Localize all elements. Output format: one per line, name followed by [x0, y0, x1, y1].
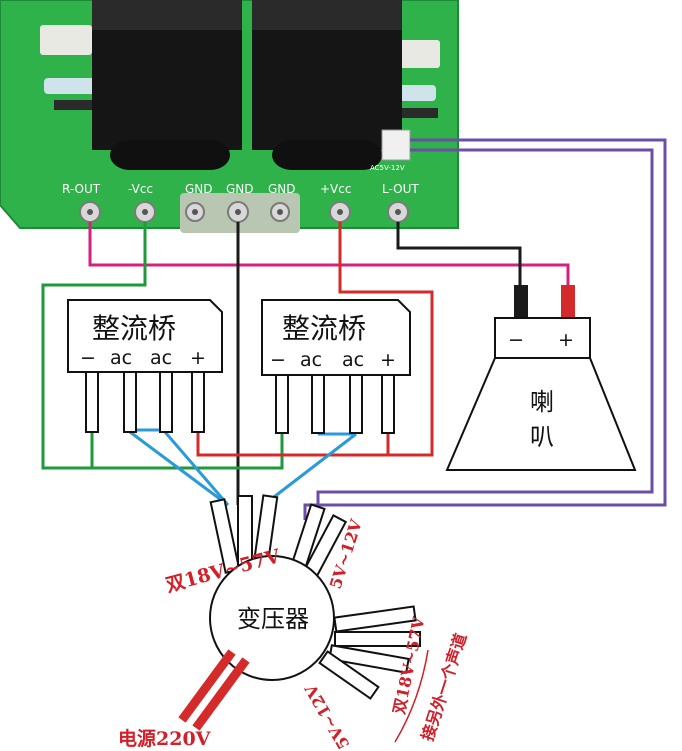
capacitor-right — [252, 0, 402, 170]
pcb-label-gnd-2: GND — [226, 182, 254, 196]
pcb-label-r-out: R-OUT — [62, 182, 101, 196]
bridge-right-pin-ac1: ac — [300, 349, 322, 371]
bridge-right: 整流桥 − ac ac + — [261, 299, 411, 434]
bridge-left-pin-minus: − — [80, 347, 96, 369]
pcb-label-gnd-1: GND — [185, 182, 213, 196]
capacitor-left — [92, 0, 242, 170]
speaker-minus-label: − — [508, 329, 524, 351]
bridge-right-pin-plus: + — [380, 349, 396, 371]
bridge-left: 整流桥 − ac ac + — [67, 299, 223, 433]
wire-blue-right-down — [269, 432, 357, 502]
wire-purple-1 — [303, 138, 667, 520]
pcb-label-pos-vcc: +Vcc — [320, 182, 351, 196]
pcb-label-neg-vcc: -Vcc — [128, 182, 153, 196]
bridge-left-pin-plus: + — [190, 347, 206, 369]
speaker-name-1: 喇 — [530, 388, 554, 416]
label-other-channel: 接另外一个声道 — [418, 631, 471, 743]
wires — [41, 138, 667, 520]
wire-blue-left-2 — [163, 431, 230, 506]
ac-connector — [381, 129, 411, 161]
wire-black-speaker — [396, 222, 522, 290]
note-bracket — [394, 649, 429, 743]
pcb-label-l-out: L-OUT — [382, 182, 419, 196]
speaker-name-2: 叭 — [530, 423, 554, 451]
wire-green-link — [92, 432, 284, 470]
wire-red — [338, 222, 434, 457]
speaker: − + 喇 叭 — [445, 285, 637, 471]
transformer-label: 变压器 — [237, 605, 309, 633]
wire-green — [41, 222, 147, 470]
wire-magenta — [88, 222, 570, 290]
wire-red-link — [196, 432, 388, 457]
bridge-right-pin-minus: − — [270, 349, 286, 371]
pcb-label-ac: AC5V-12V — [370, 164, 405, 172]
wire-blue-left-down — [129, 430, 229, 507]
pcb-label-gnd-3: GND — [268, 182, 296, 196]
bridge-left-pin-ac2: ac — [150, 347, 172, 369]
label-5v-12v-bottom: 5V~12V — [301, 680, 354, 751]
pcb-board: AC5V-12V R-OUT -Vcc GND GND GND +Vcc L-O… — [0, 0, 459, 233]
transformer: 变压器 — [178, 494, 421, 731]
bridge-right-title: 整流桥 — [282, 312, 366, 345]
bridge-left-title: 整流桥 — [92, 312, 176, 345]
bridge-left-pin-ac1: ac — [110, 347, 132, 369]
wire-purple-2 — [316, 148, 654, 505]
label-power: 电源220V — [118, 727, 212, 750]
speaker-plus-label: + — [558, 329, 574, 351]
bridge-right-pin-ac2: ac — [342, 349, 364, 371]
